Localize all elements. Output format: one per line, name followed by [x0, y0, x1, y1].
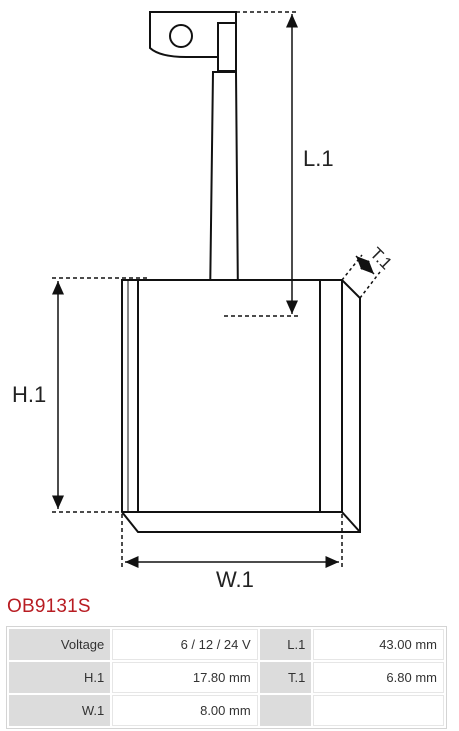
spec-value: 8.00 mm	[112, 695, 258, 726]
spec-value: 43.00 mm	[313, 629, 444, 660]
spec-value: 6.80 mm	[313, 662, 444, 693]
table-row: Voltage 6 / 12 / 24 V L.1 43.00 mm	[9, 629, 444, 660]
spec-key: H.1	[9, 662, 111, 693]
part-code: OB9131S	[7, 596, 91, 617]
spec-value: 17.80 mm	[112, 662, 258, 693]
spec-value-empty	[313, 695, 444, 726]
terminal-lug	[149, 11, 237, 72]
thickness-label: T.1	[366, 244, 395, 273]
spec-key-empty	[259, 695, 312, 726]
height-dimension: H.1	[12, 277, 150, 513]
shunt-wire	[208, 71, 240, 311]
spec-key: Voltage	[9, 629, 111, 660]
spec-key: W.1	[9, 695, 111, 726]
width-label: W.1	[216, 567, 254, 592]
spec-value: 6 / 12 / 24 V	[112, 629, 258, 660]
height-label: H.1	[12, 382, 46, 407]
spec-key: L.1	[259, 629, 312, 660]
table-row: W.1 8.00 mm	[9, 695, 444, 726]
width-dimension: W.1	[121, 514, 343, 592]
spec-key: T.1	[259, 662, 312, 693]
carbon-brush-diagram: L.1 H.1 W.1 T.1	[12, 11, 396, 592]
table-row: H.1 17.80 mm T.1 6.80 mm	[9, 662, 444, 693]
brush-body	[121, 279, 361, 533]
length-dimension: L.1	[224, 11, 334, 317]
length-label: L.1	[303, 146, 334, 171]
spec-table: Voltage 6 / 12 / 24 V L.1 43.00 mm H.1 1…	[6, 626, 447, 729]
